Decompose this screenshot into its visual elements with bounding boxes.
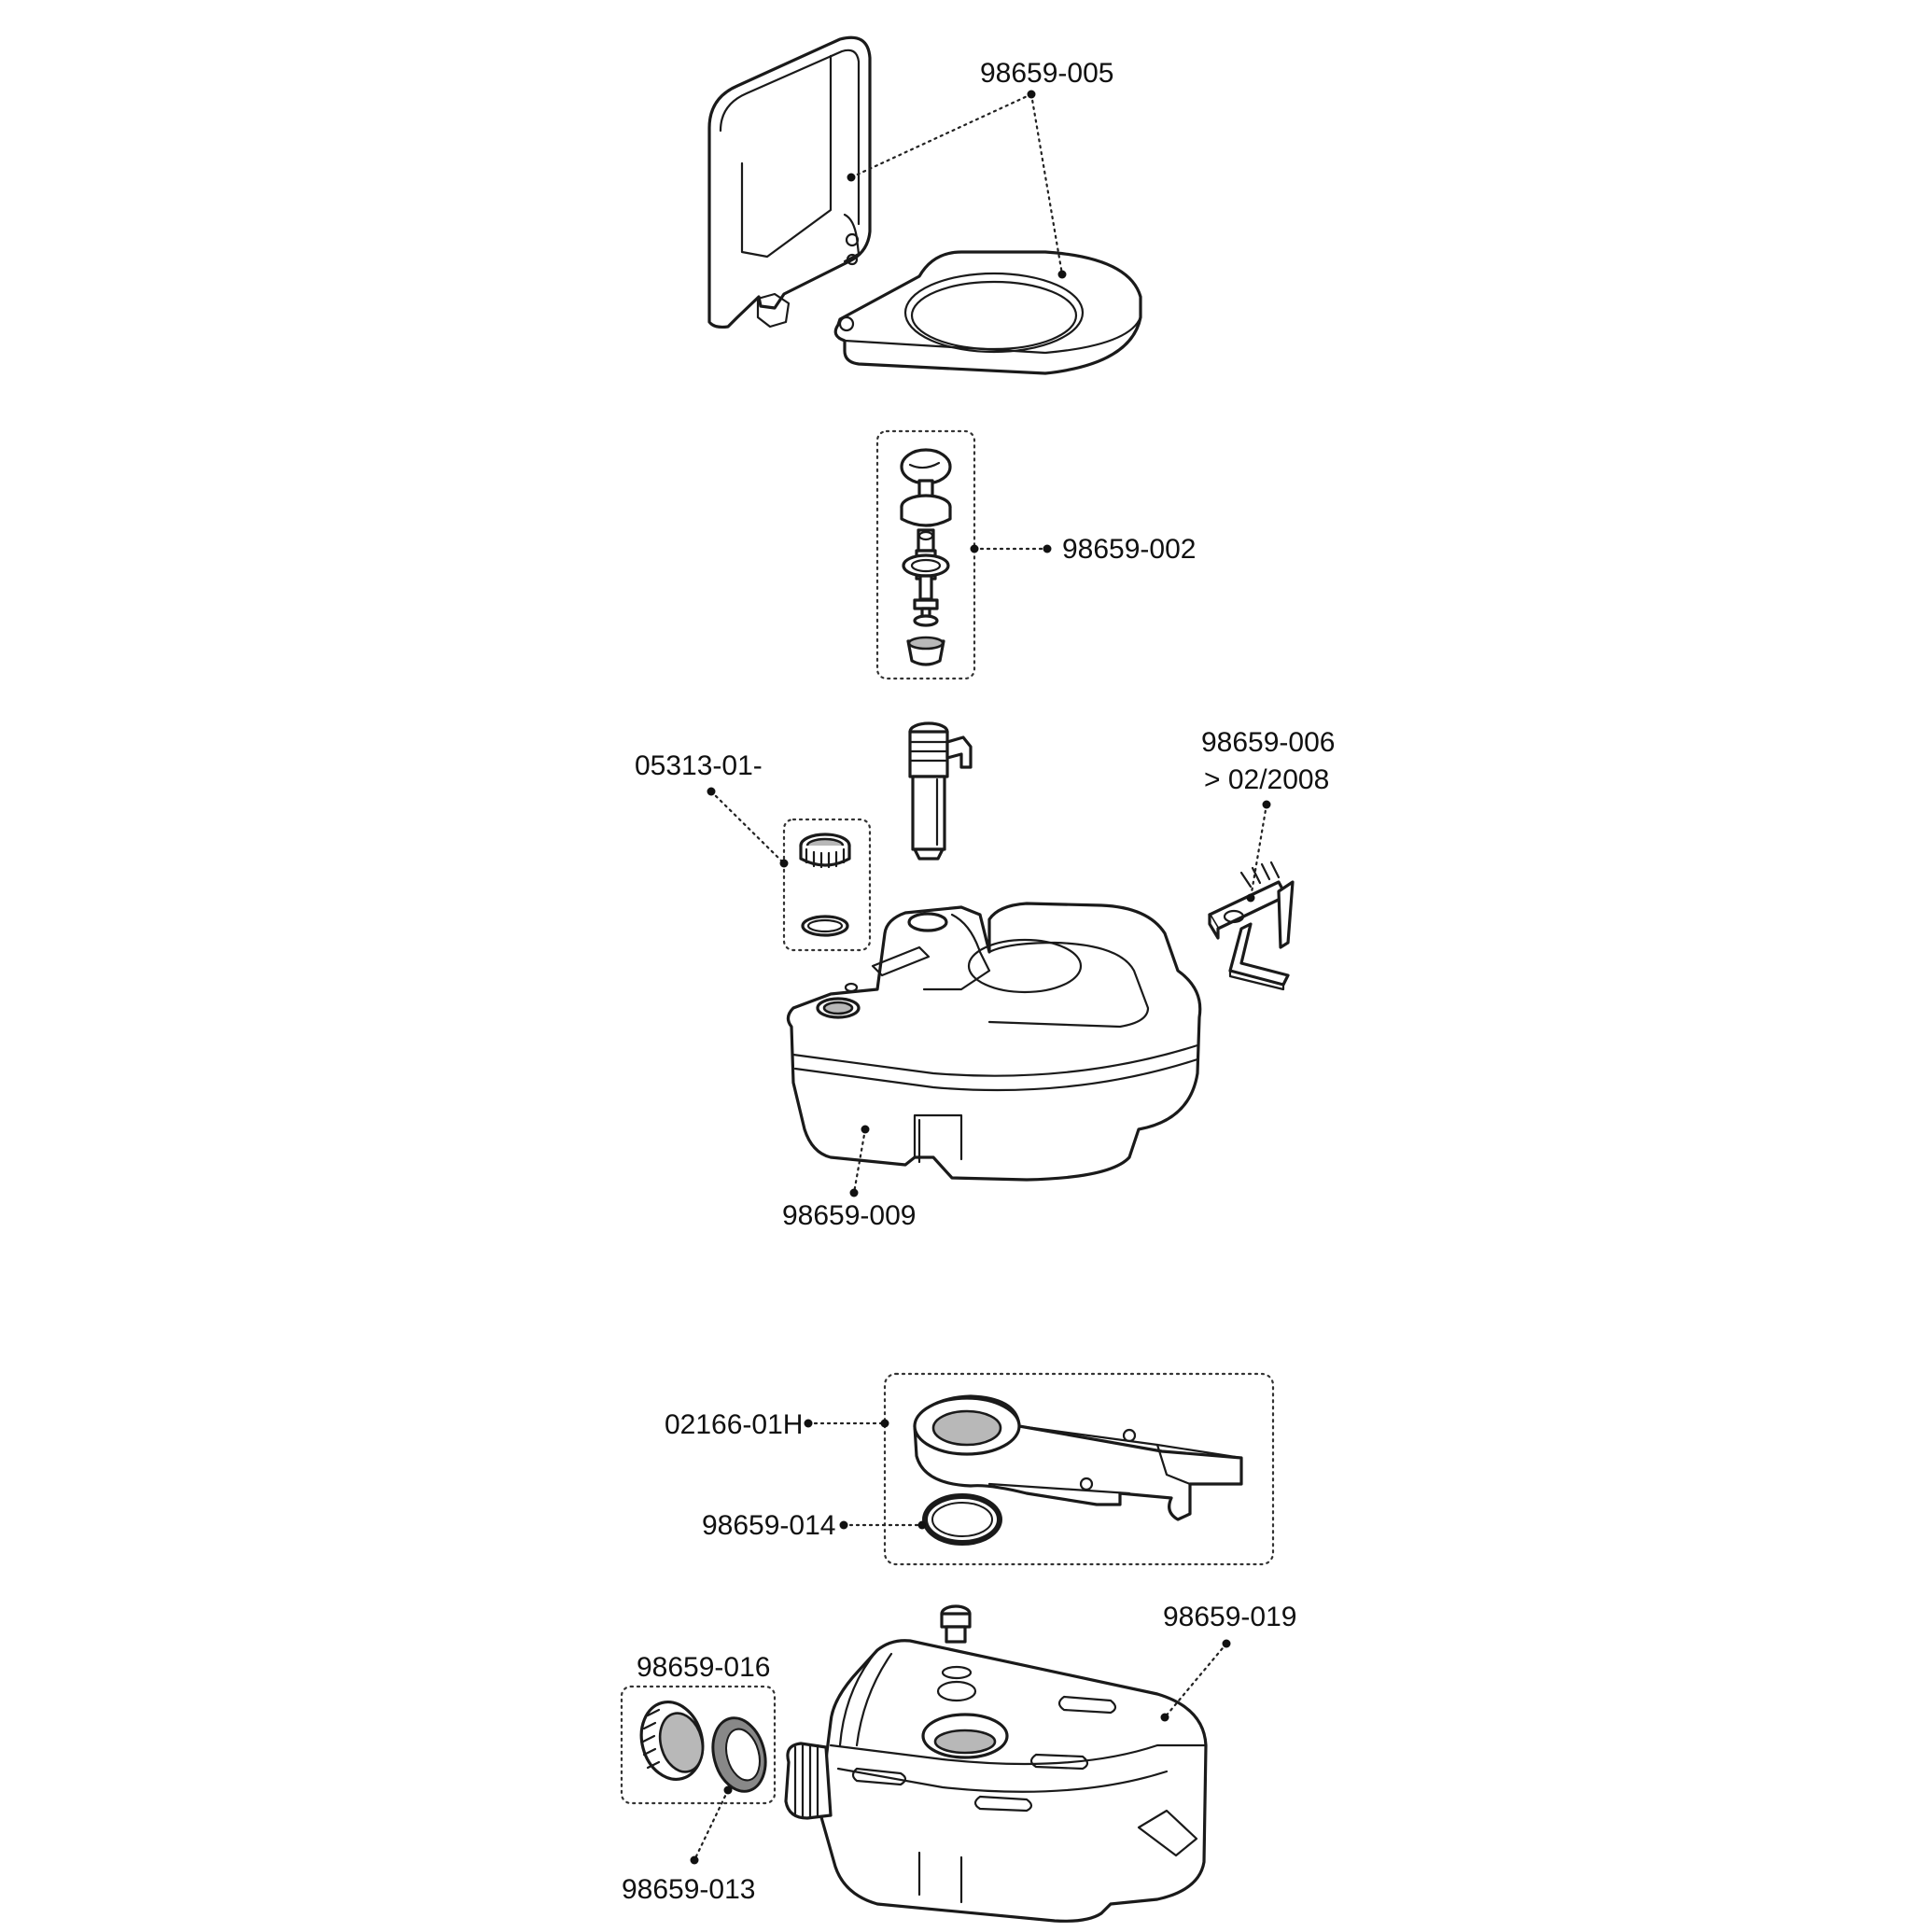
leader-line-lid: [849, 92, 1033, 179]
leader-line-cap: [709, 790, 786, 865]
label-upper-tank: 98659-009: [782, 1200, 916, 1231]
spout-cap-part: [639, 1700, 705, 1782]
slide-valve-group-box: [883, 1372, 1275, 1566]
waste-tank-part: [784, 1639, 1208, 1923]
pump-tube-part: [908, 721, 973, 861]
slide-valve-part: [913, 1394, 1243, 1521]
label-waste-tank: 98659-019: [1163, 1602, 1296, 1632]
label-spout-kit: 98659-016: [637, 1652, 770, 1683]
seal-ring-part: [922, 1493, 1002, 1546]
leader-line-seat: [1029, 92, 1064, 276]
leader-line-spout-seal: [693, 1788, 730, 1862]
label-seal-ring: 98659-014: [702, 1510, 835, 1541]
label-piston-assembly: 98659-002: [1062, 534, 1196, 565]
cap-kit-part: [799, 833, 851, 937]
label-bracket-note: > 02/2008: [1204, 764, 1329, 795]
upper-tank-part: [786, 902, 1202, 1182]
vent-valve-part: [940, 1604, 972, 1644]
label-spout-seal: 98659-013: [622, 1874, 755, 1905]
seat-lid-part: [707, 35, 872, 329]
label-slide-valve: 02166-01H: [665, 1409, 803, 1440]
label-bracket: 98659-006: [1201, 727, 1335, 758]
spout-seal-part: [711, 1716, 767, 1793]
piston-assembly-group-box: [875, 429, 976, 680]
piston-assembly-part: [900, 448, 952, 666]
seat-ring-part: [833, 250, 1142, 375]
label-seat-lid: 98659-005: [980, 58, 1113, 89]
leader-line-bracket: [1249, 803, 1268, 900]
label-cap-kit: 05313-01-: [635, 750, 763, 781]
leader-line-tank: [852, 1127, 867, 1195]
leader-line-waste-tank: [1163, 1642, 1228, 1719]
spout-kit-group-box: [620, 1685, 777, 1805]
cap-kit-group-box: [782, 818, 872, 952]
bracket-part: [1208, 861, 1295, 991]
